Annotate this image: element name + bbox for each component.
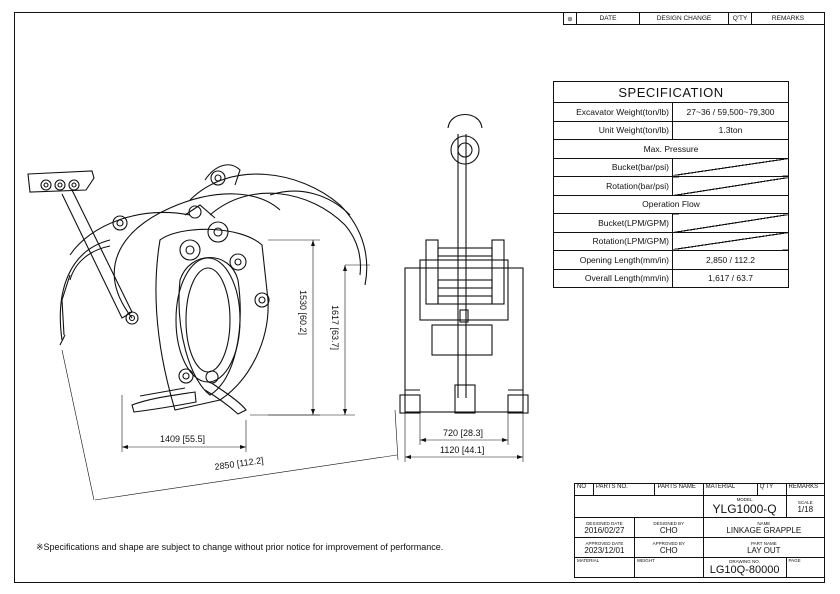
tb-drawing-no-label: DRAWING NO. bbox=[729, 559, 760, 564]
dim-line-1617 bbox=[250, 264, 370, 416]
tb-approved-date: 2023/12/01 bbox=[584, 545, 625, 555]
tb-approved-by: CHO bbox=[659, 545, 678, 555]
dim-1120-label: 1120 [44.1] bbox=[440, 445, 484, 455]
drawing-frame bbox=[14, 12, 825, 583]
spec-label: Unit Weight(ton/lb) bbox=[553, 120, 673, 140]
tb-parts-no-header: PARTS NO. bbox=[592, 483, 656, 496]
dim-line-720 bbox=[419, 412, 509, 445]
tb-page-label: PAGE bbox=[788, 558, 801, 563]
spec-label: Rotation(LPM/GPM) bbox=[553, 231, 673, 251]
rev-qty-header: Q'TY bbox=[728, 12, 752, 25]
spec-value: 2,850 / 112.2 bbox=[672, 250, 789, 270]
dim-1409-label: 1409 [55.5] bbox=[160, 434, 205, 444]
spec-label: Rotation(bar/psi) bbox=[553, 176, 673, 196]
spec-label: Overall Length(mm/in) bbox=[553, 268, 673, 288]
dim-2850-label: 2850 [112.2] bbox=[214, 455, 264, 472]
spec-value-empty bbox=[672, 213, 789, 233]
spec-title: SPECIFICATION bbox=[553, 81, 789, 103]
pivot-body bbox=[112, 170, 270, 411]
tb-part-name: LAY OUT bbox=[747, 545, 781, 555]
tb-approved-by-label: APPROVED BY bbox=[652, 540, 685, 546]
spec-value: 1.3ton bbox=[672, 120, 789, 140]
dim-line-1409 bbox=[121, 395, 247, 452]
spec-value: 27~36 / 59,500~79,300 bbox=[672, 102, 789, 122]
dim-line-1120 bbox=[404, 412, 524, 462]
spec-label: Opening Length(mm/in) bbox=[553, 250, 673, 270]
specification-table: SPECIFICATION Excavator Weight(ton/lb)27… bbox=[553, 81, 789, 288]
dim-720-label: 720 [28.3] bbox=[443, 428, 483, 438]
tb-name-label: NAME bbox=[757, 520, 771, 526]
spec-value-empty bbox=[672, 176, 789, 196]
spec-value-empty bbox=[672, 157, 789, 177]
dim-line-1530 bbox=[268, 239, 320, 416]
spec-label: Excavator Weight(ton/lb) bbox=[553, 102, 673, 122]
tb-designed-by-label: DESIGNED BY bbox=[653, 520, 685, 526]
tb-scale: 1/18 bbox=[797, 504, 814, 514]
spec-value-empty bbox=[672, 231, 789, 251]
tb-material-label: MATERIAL bbox=[577, 558, 600, 563]
tb-part-name-label: PART NAME bbox=[750, 540, 777, 546]
spec-section: Max. Pressure bbox=[553, 139, 789, 159]
tb-designed-by: CHO bbox=[659, 525, 678, 535]
lower-jaws bbox=[131, 381, 247, 415]
tb-model-label: MODEL bbox=[736, 497, 753, 502]
dim-1530-label: 1530 [60.2] bbox=[298, 290, 308, 335]
tb-designed-date-label: DESIGNED DATE bbox=[586, 520, 623, 526]
disclaimer-note: ※Specifications and shape are subject to… bbox=[36, 542, 444, 552]
mounting-bracket bbox=[27, 170, 133, 319]
revision-table: ⊛ DATE DESIGN CHANGE Q'TY REMARKS bbox=[563, 12, 825, 25]
tb-drawing-no: LG10Q-80000 bbox=[709, 564, 780, 576]
rev-remarks-header: REMARKS bbox=[751, 12, 825, 25]
grapple-tines bbox=[59, 164, 368, 346]
tb-designed-date: 2016/02/27 bbox=[584, 525, 625, 535]
spec-section: Operation Flow bbox=[553, 194, 789, 214]
tb-model: YLG1000-Q bbox=[712, 502, 777, 516]
tb-scale-label: SCALE bbox=[797, 499, 813, 505]
tb-no-header: NO bbox=[574, 483, 594, 496]
spec-label: Bucket(LPM/GPM) bbox=[553, 213, 673, 233]
tb-parts-name-header: PARTS NAME bbox=[654, 483, 704, 496]
tb-qty-header: Q'TY bbox=[756, 483, 787, 496]
title-block: NO PARTS NO. PARTS NAME MATERIAL Q'TY RE… bbox=[574, 483, 826, 578]
spec-value: 1,617 / 63.7 bbox=[672, 268, 789, 288]
spec-label: Bucket(bar/psi) bbox=[553, 157, 673, 177]
tb-remarks-header: REMARKS bbox=[785, 483, 826, 496]
dim-line-2850 bbox=[61, 349, 399, 501]
tb-material-header: MATERIAL bbox=[702, 483, 758, 496]
front-view bbox=[399, 114, 529, 414]
tb-weight-label: WEIGHT bbox=[636, 558, 655, 563]
tb-name: LINKAGE GRAPPLE bbox=[726, 525, 802, 535]
dim-1617-label: 1617 [63.7] bbox=[330, 305, 340, 350]
tb-approved-date-label: APPROVED DATE bbox=[585, 540, 624, 546]
